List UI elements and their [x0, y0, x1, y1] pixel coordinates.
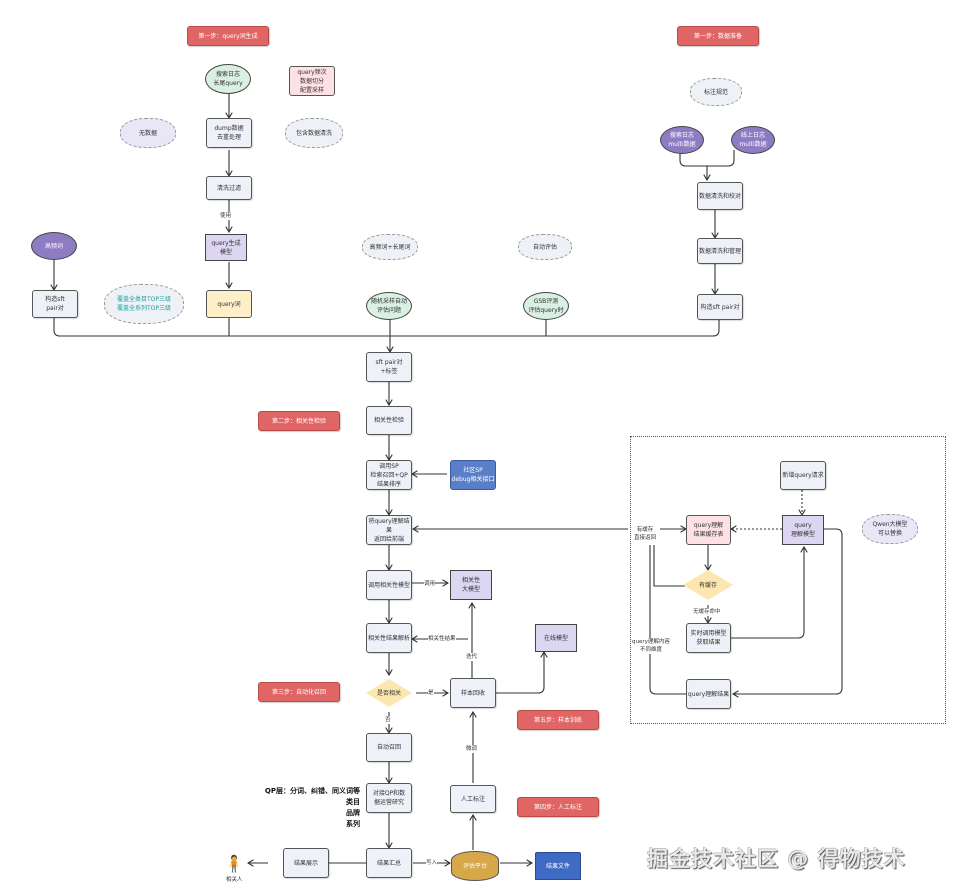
edge-label-call: 调用 [424, 580, 436, 588]
bus [53, 318, 720, 337]
edge [653, 545, 685, 587]
new-query-request: 新增query请求 [780, 461, 826, 490]
eval-platform-db: 评估平台 [451, 851, 499, 881]
gsb-bubble: GSB评测 评估query时 [523, 292, 569, 320]
auto-eval-bubble: 随机采样自动 评估问题 [366, 292, 412, 320]
search-multi-bubble: 搜索日志 multi数据 [660, 126, 704, 154]
step-query-gen: 第一步：query词生成 [187, 26, 269, 46]
edge [649, 545, 686, 695]
call-relevance-model-node: 调用相关性模型 [366, 570, 412, 600]
query-understanding-frame [630, 436, 946, 724]
pink-note: query频次 数据切分 配置采样 [289, 66, 335, 96]
relevance-node: 相关性检验 [366, 406, 412, 435]
realtime-model-node: 实时调用模型 获取结果 [686, 623, 731, 653]
query-words-node: query词 [206, 290, 252, 318]
build-pair-node: 构造sft pair对 [697, 294, 743, 320]
data-label-node: 数据清洗和管理 [697, 238, 743, 264]
fetch-sp-node: 调用SP 检索召回+QP 结果排序 [366, 460, 412, 490]
cloud-eval: 自动评估 [518, 234, 572, 260]
build-sft-node: 构造sft pair对 [32, 290, 78, 318]
data-check-node: 数据清洗和校对 [697, 182, 743, 210]
step-auto-recall: 第三步：自动化召回 [258, 682, 340, 702]
edge-label-use: 使用 [220, 212, 232, 220]
query-result-node: query理解结果 [686, 679, 731, 709]
edge-label-no-cache: 无缓存命中 [693, 608, 721, 616]
cloud-no-data: 无数据 [120, 118, 176, 148]
qp-layer-note: QP层：分词、纠错、同义词等 类目 品牌 系列 [264, 787, 360, 828]
auto-recall-node: 自动召回 [366, 733, 412, 762]
step-sample-train: 第五步：样本训练 [517, 710, 599, 730]
relevance-parse-node: 相关性结果解析 [366, 623, 412, 653]
edge [733, 528, 843, 694]
edge-label-has-cache: 有缓存 直接返回 [634, 526, 657, 542]
cloud-full-data: 包含数据清洗 [285, 118, 343, 148]
edge [496, 652, 544, 694]
result-display-node: 结果展示 [283, 848, 329, 878]
watermark: 掘金技术社区 @ 得物技术 [647, 847, 906, 871]
high-freq-bubble: 高频词 [31, 232, 77, 260]
edge [731, 547, 804, 639]
query-understanding-model: query 理解模型 [782, 515, 824, 545]
edge-label-result: 相关性结果 [428, 635, 456, 643]
community-sp-node: 社区SP debug相关接口 [450, 460, 496, 490]
result-collect-node: 结果汇总 [366, 848, 412, 878]
cloud-qwen: Qwen大模型 可以替换 [862, 514, 918, 544]
online-multi-bubble: 线上日志 multi数据 [731, 126, 775, 154]
relevance-model-cube: 相关性 大模型 [450, 570, 492, 600]
edge-label-train: 微调 [466, 745, 478, 753]
edge-label-cache-result: query理解内容 不同维度 [632, 638, 670, 654]
manual-label-node: 人工标注 [450, 785, 496, 813]
edge-label-write: 写入 [426, 859, 438, 867]
clean-node: 清洗过滤 [206, 176, 252, 200]
sample-collect-node: 样本回收 [450, 678, 496, 708]
step-manual-label: 第四步：人工标注 [517, 797, 599, 817]
dump-data-node: dump数据 去重处理 [206, 118, 252, 148]
query-model-cube: query生成 模型 [205, 234, 247, 261]
qp-node: 对接QP和数 据运营研究 [366, 783, 412, 813]
person-icon: 🧍 [224, 853, 244, 873]
step-data-prep: 第一步：数据准备 [677, 26, 759, 46]
online-model-cube: 在线模型 [535, 624, 577, 652]
cache-table-doc: query理解 结果缓存表 [686, 515, 731, 545]
edge-label-yes: 是 [428, 689, 434, 697]
query-understand-node: 将query理解结果 返回给前端 [366, 515, 412, 545]
edge-label-optimize: 迭代 [466, 653, 478, 661]
cloud-coverage: 覆盖全类目TOP三级 覆盖全系列TOP三级 [104, 284, 184, 324]
result-file-doc: 结果文件 [535, 852, 581, 880]
cloud-scale: 高频词+长尾词 [362, 234, 418, 260]
merge-node: sft pair对 +标签 [366, 352, 412, 382]
person-label: 相关人 [226, 876, 243, 884]
step-relevance: 第二步：相关性检验 [258, 411, 340, 431]
edge-label-no: 否 [385, 716, 391, 724]
search-log-bubble: 搜索日志 长尾query [205, 64, 251, 94]
cloud-label-standard: 标注规范 [690, 78, 742, 106]
